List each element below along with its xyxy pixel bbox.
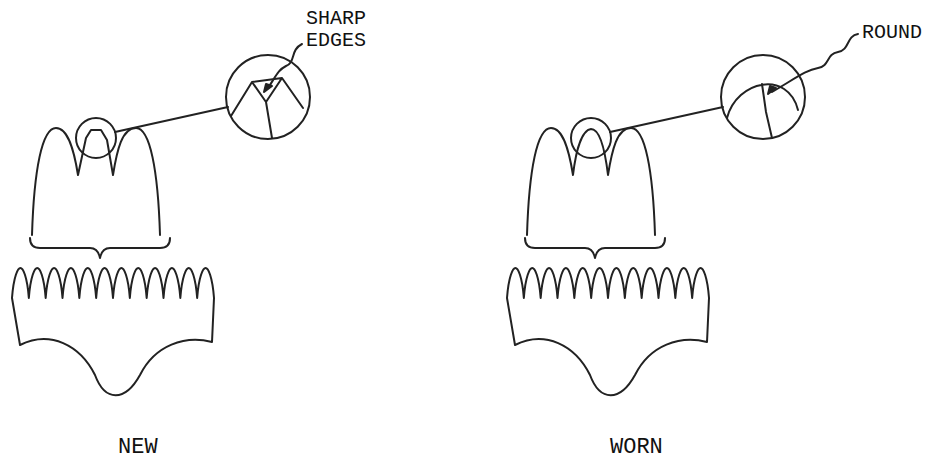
detail-line — [610, 107, 723, 132]
detail-circle — [76, 118, 116, 158]
leader-arrowhead — [768, 86, 776, 94]
magnified-circle — [226, 55, 310, 139]
callout-label: SHARP EDGES — [306, 8, 386, 52]
figure-caption: WORN — [610, 436, 690, 460]
magnified-circle — [721, 55, 805, 139]
leader-line — [268, 44, 302, 88]
pinion-teeth — [527, 128, 655, 235]
leader-arrowhead — [264, 84, 272, 92]
sharp-tooth-tip — [231, 78, 303, 138]
bracket — [525, 238, 665, 258]
leader-line — [772, 34, 858, 92]
callout-label: ROUND — [862, 22, 938, 44]
figure-caption: NEW — [118, 436, 188, 460]
bracket — [30, 238, 170, 258]
detail-circle — [571, 118, 611, 158]
sprocket-outline — [12, 268, 214, 395]
round-tooth-tip — [727, 84, 798, 138]
detail-line — [115, 107, 228, 132]
sprocket-outline — [507, 268, 709, 395]
worn-gear — [507, 34, 858, 395]
pinion-teeth — [32, 128, 160, 235]
new-gear — [12, 44, 310, 395]
